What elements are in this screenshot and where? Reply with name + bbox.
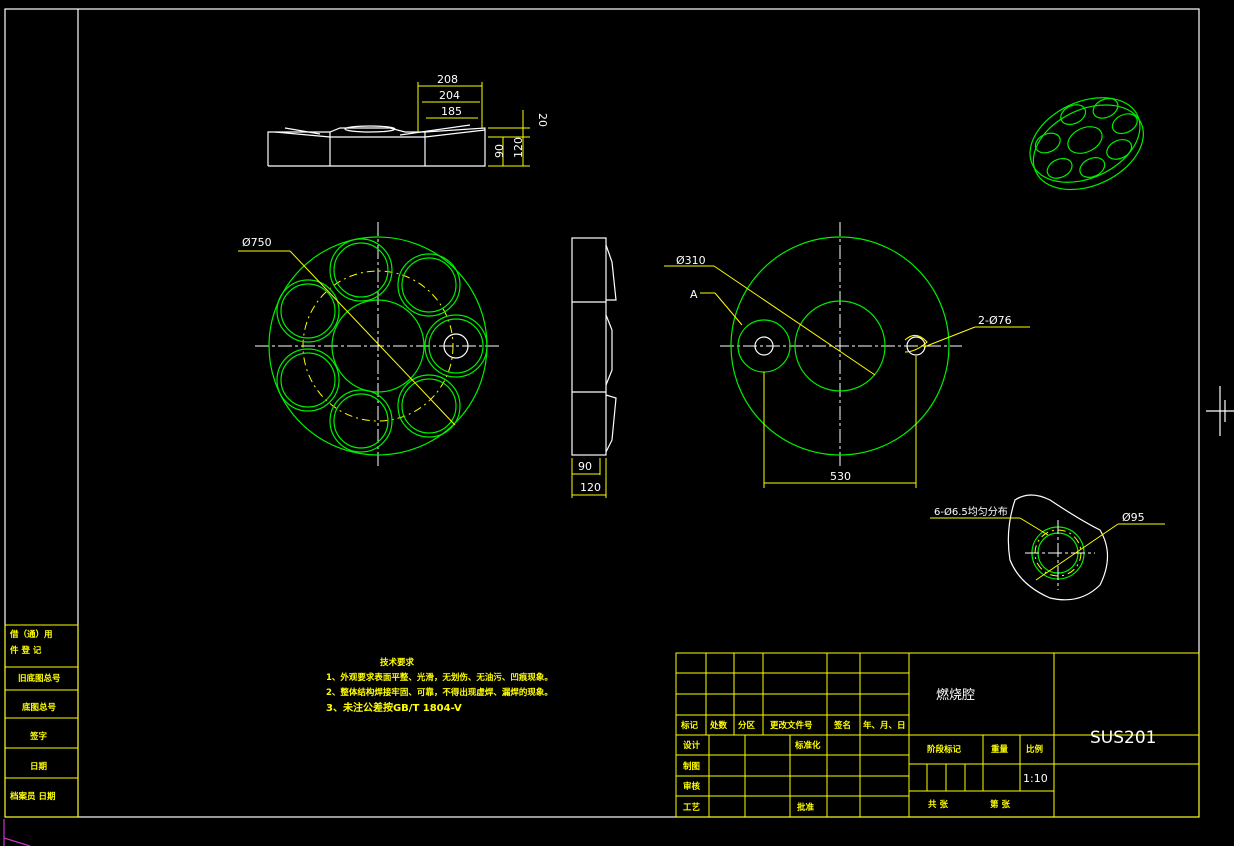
ucs-icon: [3, 819, 31, 846]
dim-diameter-750: Ø750: [242, 236, 272, 249]
header-zone: 分区: [738, 720, 756, 731]
left-table-sign: 签字: [29, 731, 48, 742]
edge-marker: [1206, 386, 1234, 436]
label-standardization: 标准化: [794, 740, 821, 751]
left-table-old-base-no: 旧底图总号: [18, 673, 61, 684]
header-date: 年、月、日: [863, 720, 906, 731]
part-name: 燃烧腔: [936, 687, 975, 703]
top-section-view: [267, 82, 530, 167]
left-table-r1b: 件 登 记: [10, 645, 42, 656]
dim-204: 204: [439, 89, 460, 102]
header-count: 处数: [709, 720, 728, 731]
dim-diameter-310: Ø310: [676, 254, 706, 267]
dim-90-top: 90: [493, 144, 506, 158]
left-register-table: [4, 624, 79, 818]
label-weight: 重量: [991, 744, 1009, 755]
header-signature: 签名: [833, 720, 851, 731]
tech-requirement-2: 2、整体结构焊接牢固、可靠，不得出现虚焊、漏焊的现象。: [326, 687, 553, 698]
dim-diameter-95: Ø95: [1122, 511, 1145, 524]
header-mark: 标记: [680, 720, 699, 731]
dim-185: 185: [441, 105, 462, 118]
label-total-sheets: 共 张: [928, 799, 948, 810]
tech-requirements-title: 技术要求: [380, 657, 415, 668]
dim-20: 20: [536, 113, 549, 127]
title-block-grid: [675, 652, 1200, 818]
material-name: SUS201: [1090, 728, 1156, 748]
scale-value: 1:10: [1023, 772, 1048, 785]
label-ratio: 比例: [1026, 744, 1044, 755]
label-a: A: [690, 288, 698, 301]
label-check: 审核: [683, 781, 701, 792]
back-view: [664, 222, 1030, 488]
dim-208: 208: [437, 73, 458, 86]
label-stage-mark: 阶段标记: [927, 744, 962, 755]
left-table-r1a: 借（通）用: [9, 629, 53, 640]
dim-120-top: 120: [512, 137, 525, 158]
label-drawing: 制图: [683, 761, 700, 772]
left-table-archivist: 档案员 日期: [10, 791, 56, 802]
dim-120-side: 120: [580, 481, 601, 494]
isometric-view: [1029, 97, 1144, 191]
side-view: [571, 237, 617, 498]
tech-requirement-1: 1、外观要求表面平整、光滑，无划伤、无油污、凹痕现象。: [326, 672, 553, 683]
label-process: 工艺: [683, 802, 701, 813]
outer-frame: [4, 8, 1200, 818]
dim-90-side: 90: [578, 460, 592, 473]
left-table-base-no: 底图总号: [22, 702, 57, 713]
dim-6-holes-6-5: 6-Ø6.5均匀分布: [934, 506, 1008, 518]
label-sheet-number: 第 张: [990, 799, 1010, 810]
dim-2-holes-76: 2-Ø76: [978, 314, 1012, 327]
tech-requirement-3: 3、未注公差按GB/T 1804-V: [326, 701, 462, 714]
front-view: [238, 222, 500, 468]
detail-a-view: [930, 494, 1165, 601]
header-change-doc: 更改文件号: [770, 720, 813, 731]
left-table-date: 日期: [30, 761, 48, 772]
label-approve: 批准: [797, 802, 815, 813]
label-design: 设计: [683, 740, 701, 751]
dim-530: 530: [830, 470, 851, 483]
